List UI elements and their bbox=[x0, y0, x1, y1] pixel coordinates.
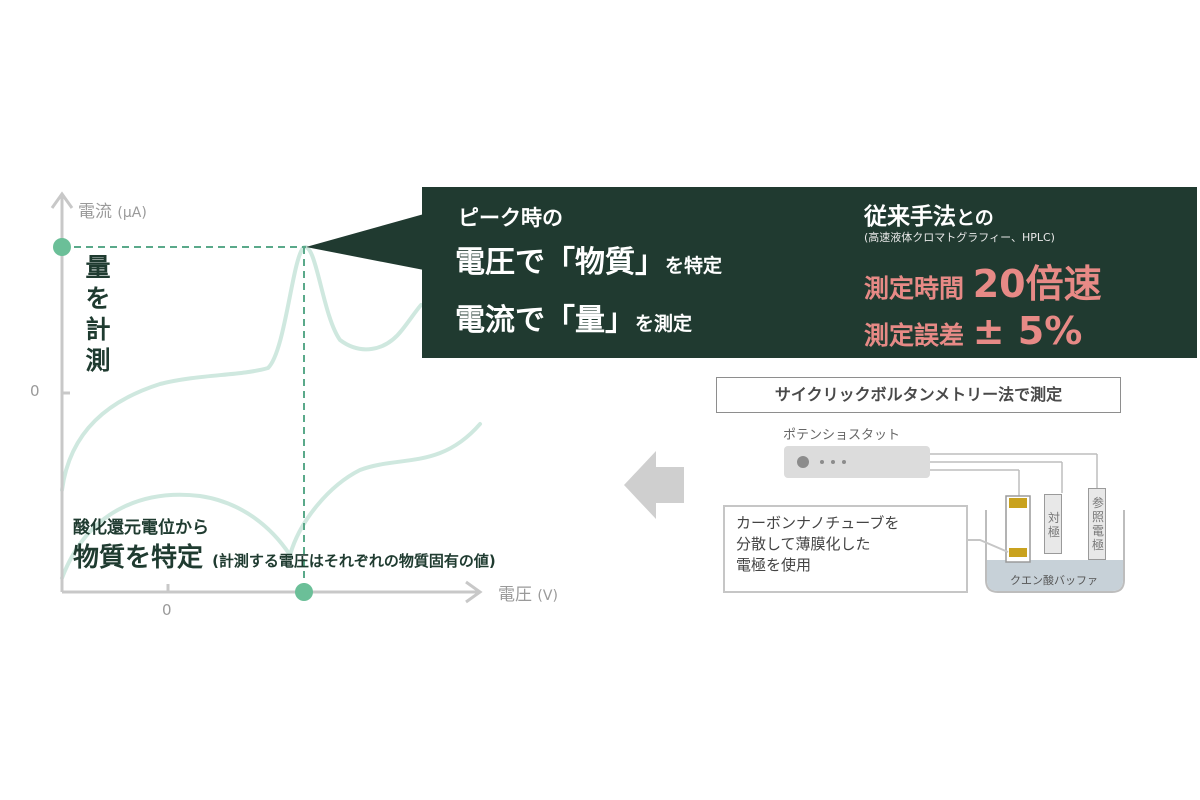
x-zero-label: 0 bbox=[162, 601, 172, 619]
callout-voltage-suffix: を特定 bbox=[665, 255, 723, 277]
callout-current-line: 電流で「量」を測定 bbox=[455, 295, 692, 339]
x-axis-title: 電圧 (V) bbox=[498, 580, 558, 605]
reference-electrode-label: 参 照 電 極 bbox=[1089, 496, 1107, 552]
counter-electrode-label: 対 極 bbox=[1045, 511, 1063, 539]
measure-amount-text: 量 を 計 測 bbox=[83, 252, 113, 376]
comparison-title-suffix: との bbox=[956, 207, 994, 229]
comparison-subtitle: (高速液体クロマトグラフィー、HPLC) bbox=[864, 231, 1055, 244]
error-value: ± 5% bbox=[972, 309, 1083, 353]
identify-substance-caption: 物質を特定 (計測する電圧はそれぞれの物質固有の値) bbox=[73, 537, 496, 574]
buffer-label: クエン酸バッファ bbox=[1010, 574, 1098, 587]
potentiostat-led bbox=[820, 460, 824, 464]
vertical-char: を bbox=[85, 284, 111, 313]
x-axis-label: 電圧 bbox=[498, 585, 532, 605]
redox-caption: 酸化還元電位から bbox=[73, 518, 209, 538]
label-char: 電 bbox=[1091, 524, 1104, 538]
cv-curve-lower bbox=[60, 422, 482, 580]
callout-current-main: 電流で「量」 bbox=[455, 303, 635, 338]
cv-curve-upper bbox=[60, 245, 423, 492]
callout-voltage-main: 電圧で「物質」 bbox=[455, 245, 665, 280]
error-stat: 測定誤差 ± 5% bbox=[864, 309, 1082, 353]
cnt-note-line: カーボンナノチューブを bbox=[736, 514, 900, 532]
y-axis-label: 電流 bbox=[78, 202, 112, 222]
speed-label: 測定時間 bbox=[864, 274, 965, 303]
beaker bbox=[985, 510, 1125, 593]
comparison-title: 従来手法との bbox=[864, 197, 994, 231]
method-label: サイクリックボルタンメトリー法で測定 bbox=[716, 377, 1121, 413]
label-char: 参 bbox=[1091, 496, 1104, 510]
vertical-char: 計 bbox=[85, 315, 111, 344]
cnt-note-line: 分散して薄膜化した bbox=[736, 535, 871, 553]
potentiostat-led bbox=[842, 460, 846, 464]
cnt-electrode-note: カーボンナノチューブを 分散して薄膜化した 電極を使用 bbox=[723, 505, 968, 593]
speed-value: 20倍速 bbox=[972, 262, 1102, 306]
x-axis-arrowhead bbox=[465, 580, 483, 604]
label-char: 対 bbox=[1047, 511, 1060, 525]
buffer-liquid bbox=[987, 560, 1123, 591]
peak-callout: ピーク時の 電圧で「物質」を特定 電流で「量」を測定 従来手法との (高速液体ク… bbox=[422, 187, 1197, 358]
callout-voltage-line: 電圧で「物質」を特定 bbox=[455, 237, 722, 281]
flow-arrow-left bbox=[624, 451, 684, 519]
label-char: 極 bbox=[1091, 538, 1104, 552]
working-electrode-cnt-film bbox=[1009, 548, 1027, 557]
potentiostat-knob bbox=[797, 456, 809, 468]
vertical-char: 測 bbox=[85, 346, 111, 375]
error-label: 測定誤差 bbox=[864, 321, 965, 350]
apparatus-wires bbox=[930, 453, 1098, 496]
potentiostat-led bbox=[831, 460, 835, 464]
cnt-pointer bbox=[968, 539, 1009, 553]
callout-current-suffix: を測定 bbox=[635, 313, 693, 335]
cnt-note-line: 電極を使用 bbox=[736, 556, 812, 574]
peak-current-marker bbox=[53, 238, 71, 256]
reference-electrode: 参 照 電 極 bbox=[1088, 488, 1106, 560]
counter-electrode: 対 極 bbox=[1044, 494, 1062, 554]
y-axis-arrowhead bbox=[50, 191, 74, 209]
potentiostat-device bbox=[784, 446, 930, 478]
speed-stat: 測定時間 20倍速 bbox=[864, 253, 1102, 308]
label-char: 極 bbox=[1047, 525, 1060, 539]
y-zero-label: 0 bbox=[30, 382, 40, 400]
voltage-note: (計測する電圧はそれぞれの物質固有の値) bbox=[212, 552, 496, 570]
label-char: 照 bbox=[1091, 510, 1104, 524]
callout-pointer bbox=[306, 214, 424, 270]
callout-peak-line: ピーク時の bbox=[458, 206, 563, 230]
potentiostat-label: ポテンショスタット bbox=[783, 428, 901, 443]
y-axis-title: 電流 (μA) bbox=[78, 197, 147, 222]
y-axis-unit: (μA) bbox=[117, 205, 147, 221]
working-electrode-top-contact bbox=[1009, 498, 1027, 508]
identify-substance-text: 物質を特定 bbox=[73, 543, 204, 573]
vertical-char: 量 bbox=[85, 253, 111, 282]
comparison-title-main: 従来手法 bbox=[864, 204, 956, 230]
peak-voltage-marker bbox=[295, 583, 313, 601]
x-axis-unit: (V) bbox=[537, 588, 558, 604]
